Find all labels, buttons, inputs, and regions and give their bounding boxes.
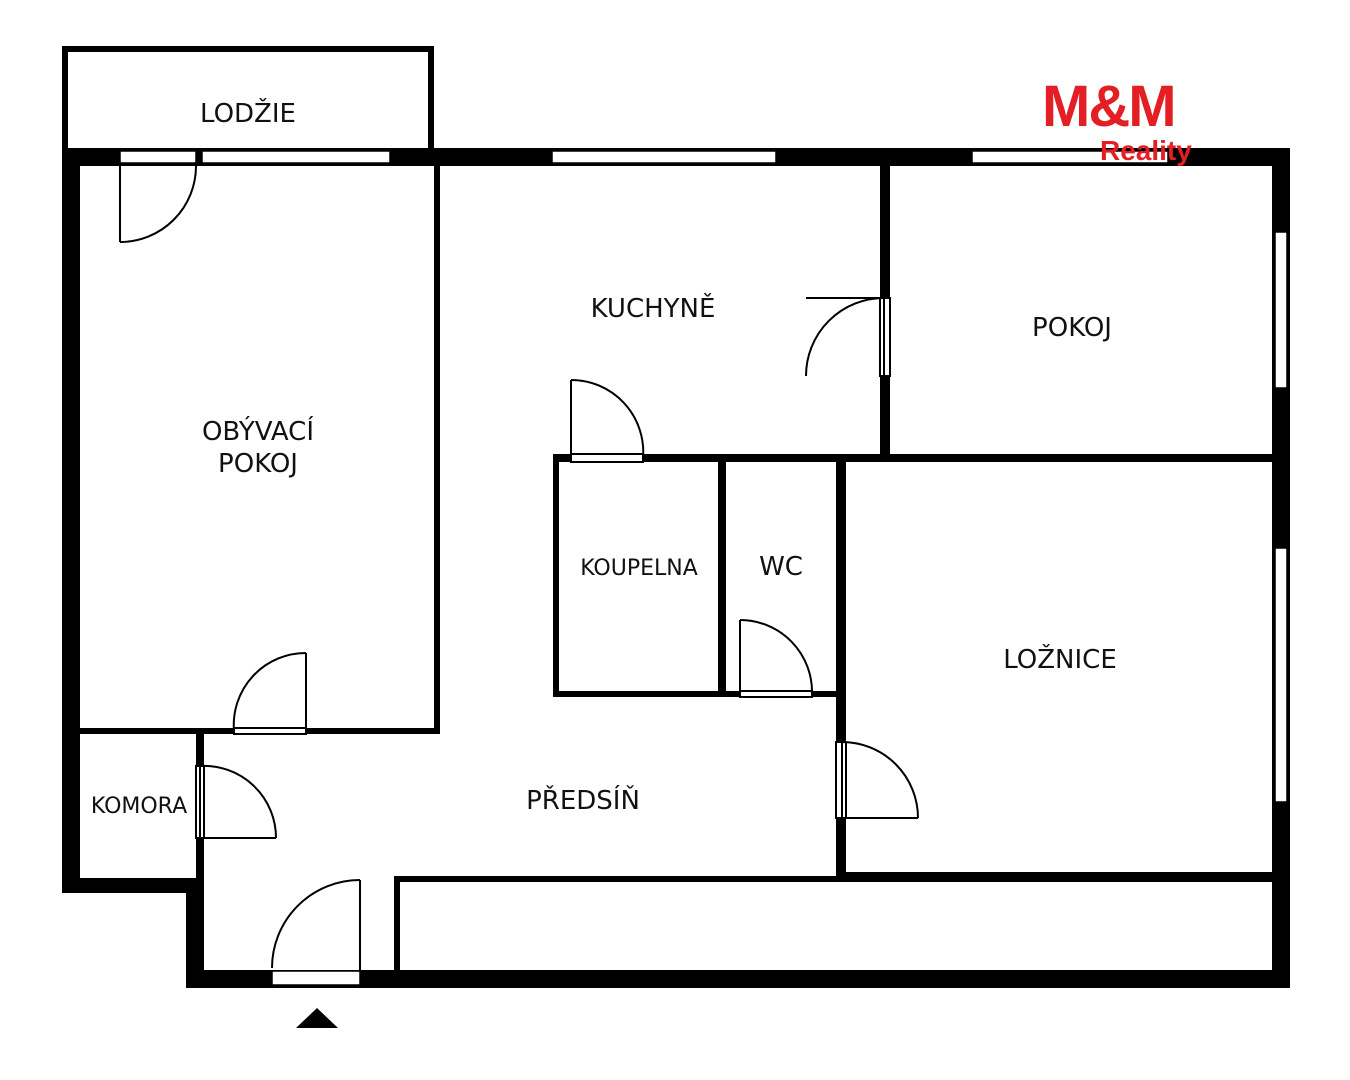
wall-bedroom-bottom [836, 872, 1290, 878]
label-predsin: PŘEDSÍŇ [526, 784, 640, 816]
door-living [232, 651, 307, 735]
wall-storage-left [394, 876, 400, 986]
label-loznice: LOŽNICE [1003, 643, 1117, 675]
label-obyvaci-1: OBÝVACÍ [202, 415, 314, 447]
door-kitchen-pokoj [805, 297, 891, 377]
wall-mid-horizontal [553, 454, 1290, 462]
logo-brand: M&M [1042, 74, 1175, 139]
window-living [201, 150, 391, 164]
logo-sub: Reality [1100, 135, 1192, 166]
label-komora: KOMORA [91, 794, 187, 819]
wall-left [62, 148, 80, 893]
wall-living-right [434, 148, 440, 733]
label-lodzie: LODŽIE [200, 97, 296, 129]
window-bedroom [1274, 547, 1288, 803]
door-gap-entry [271, 970, 361, 986]
logo: M&M Reality [1042, 74, 1192, 166]
entrance-arrow-icon [296, 1008, 338, 1028]
wall-bath-right [718, 454, 726, 697]
label-kuchyne: KUCHYNĚ [591, 292, 716, 324]
door-entry [271, 879, 361, 972]
window-pokoj [971, 150, 1169, 164]
door-komora [195, 764, 278, 839]
label-koupelna: KOUPELNA [580, 556, 698, 581]
label-wc: WC [759, 552, 803, 582]
door-kitchen [570, 378, 645, 463]
wall-bath-bottom [553, 691, 846, 697]
door-wc [739, 619, 814, 698]
doors [119, 165, 919, 972]
walls [62, 46, 1290, 988]
windows [119, 150, 1288, 986]
door-bedroom [835, 741, 919, 819]
loggia-left [62, 46, 68, 150]
window-kitchen [551, 150, 777, 164]
door-gap-loggia [119, 150, 197, 164]
loggia-top [62, 46, 434, 52]
wall-bottom [186, 970, 1290, 988]
window-pokoj-side [1274, 231, 1288, 389]
loggia-right [428, 46, 434, 150]
wall-entry-left [186, 878, 204, 988]
wall-bath-left [553, 454, 559, 697]
label-pokoj: POKOJ [1032, 313, 1112, 343]
wall-komora-bottom [62, 878, 204, 893]
label-obyvaci-2: POKOJ [218, 449, 298, 479]
wall-storage-top [394, 876, 1290, 882]
door-loggia [119, 165, 197, 243]
wall-wc-right [836, 454, 846, 878]
room-labels: LODŽIE OBÝVACÍ POKOJ KUCHYNĚ POKOJ KOUPE… [91, 97, 1117, 819]
